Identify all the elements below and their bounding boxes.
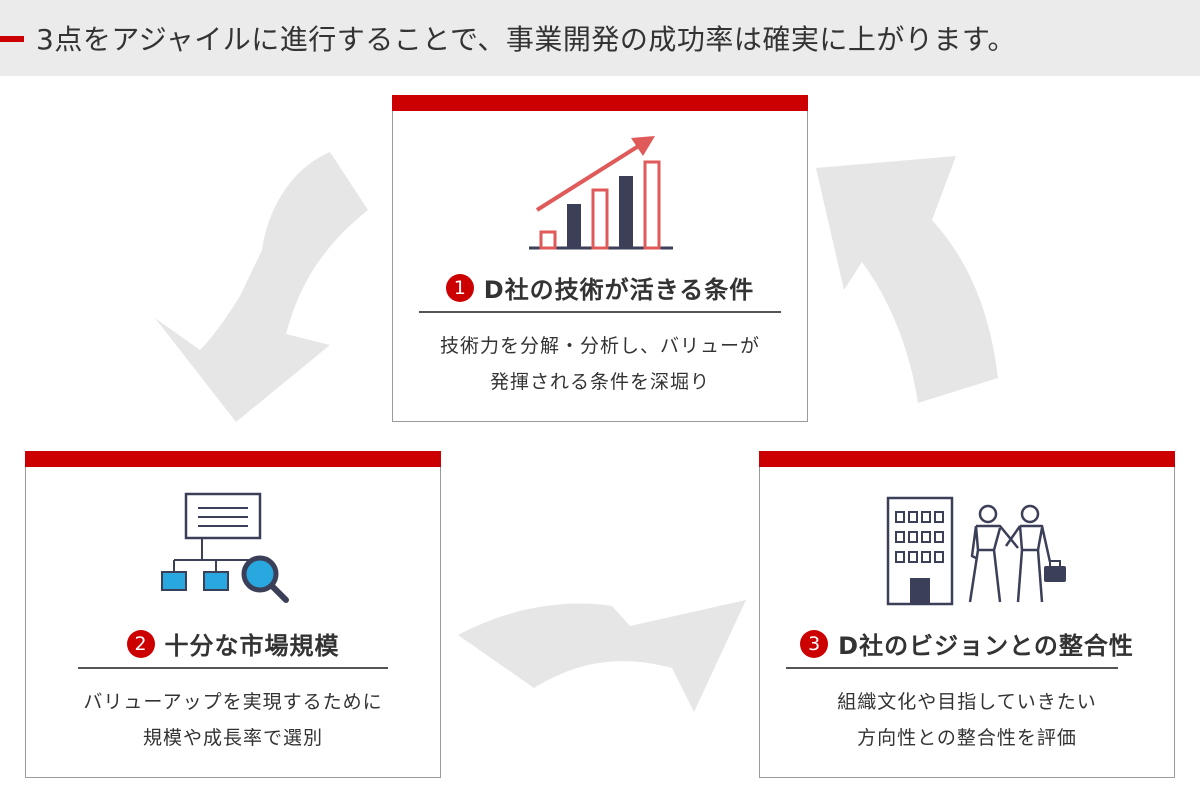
description-line: バリューアップを実現するために [83, 691, 383, 713]
card-header-bar [759, 451, 1175, 467]
card-description: 組織文化や目指していきたい 方向性との整合性を評価 [760, 684, 1174, 756]
card-description: バリューアップを実現するために 規模や成長率で選別 [26, 684, 440, 756]
description-line: 規模や成長率で選別 [142, 727, 323, 749]
growth-chart-icon [529, 136, 673, 250]
card-title-text: 十分な市場規模 [164, 632, 340, 660]
cycle-arrow-left [155, 152, 368, 422]
header-accent-mark [0, 36, 24, 42]
card-header-bar [25, 451, 441, 467]
card-vision-alignment: 3 D社のビジョンとの整合性 組織文化や目指していきたい 方向性との整合性を評価 [759, 451, 1175, 778]
step-number-badge: 2 [126, 629, 155, 658]
header-banner: 3点をアジャイルに進行することで、事業開発の成功率は確実に上がります。 [0, 0, 1200, 76]
card-header-bar [392, 95, 808, 111]
card-title: 2 十分な市場規模 [26, 626, 440, 661]
cycle-arrow-right [816, 156, 998, 403]
page-title: 3点をアジャイルに進行することで、事業開発の成功率は確実に上がります。 [36, 23, 1017, 56]
card-title-text: D社の技術が活きる条件 [483, 276, 755, 304]
title-underline [78, 667, 388, 669]
card-title: 1 D社の技術が活きる条件 [393, 270, 807, 305]
step-number-badge: 3 [800, 629, 829, 658]
title-underline [786, 667, 1118, 669]
cycle-arrows [155, 152, 998, 712]
card-description: 技術力を分解・分析し、バリューが 発揮される条件を深堀り [393, 328, 807, 400]
card-title: 3 D社のビジョンとの整合性 [760, 626, 1174, 661]
card-title-text: D社のビジョンとの整合性 [838, 632, 1134, 660]
description-line: 方向性との整合性を評価 [857, 727, 1077, 749]
title-underline [419, 311, 781, 313]
search-hierarchy-icon [161, 492, 289, 603]
description-line: 組織文化や目指していきたい [837, 691, 1097, 713]
cycle-arrow-bottom [458, 600, 746, 712]
card-tech-conditions: 1 D社の技術が活きる条件 技術力を分解・分析し、バリューが 発揮される条件を深堀… [392, 95, 808, 422]
card-market-size: 2 十分な市場規模 バリューアップを実現するために 規模や成長率で選別 [25, 451, 441, 778]
business-handshake-icon [886, 496, 1066, 606]
description-line: 発揮される条件を深堀り [489, 371, 710, 393]
step-number-badge: 1 [445, 273, 474, 302]
description-line: 技術力を分解・分析し、バリューが [439, 335, 760, 357]
